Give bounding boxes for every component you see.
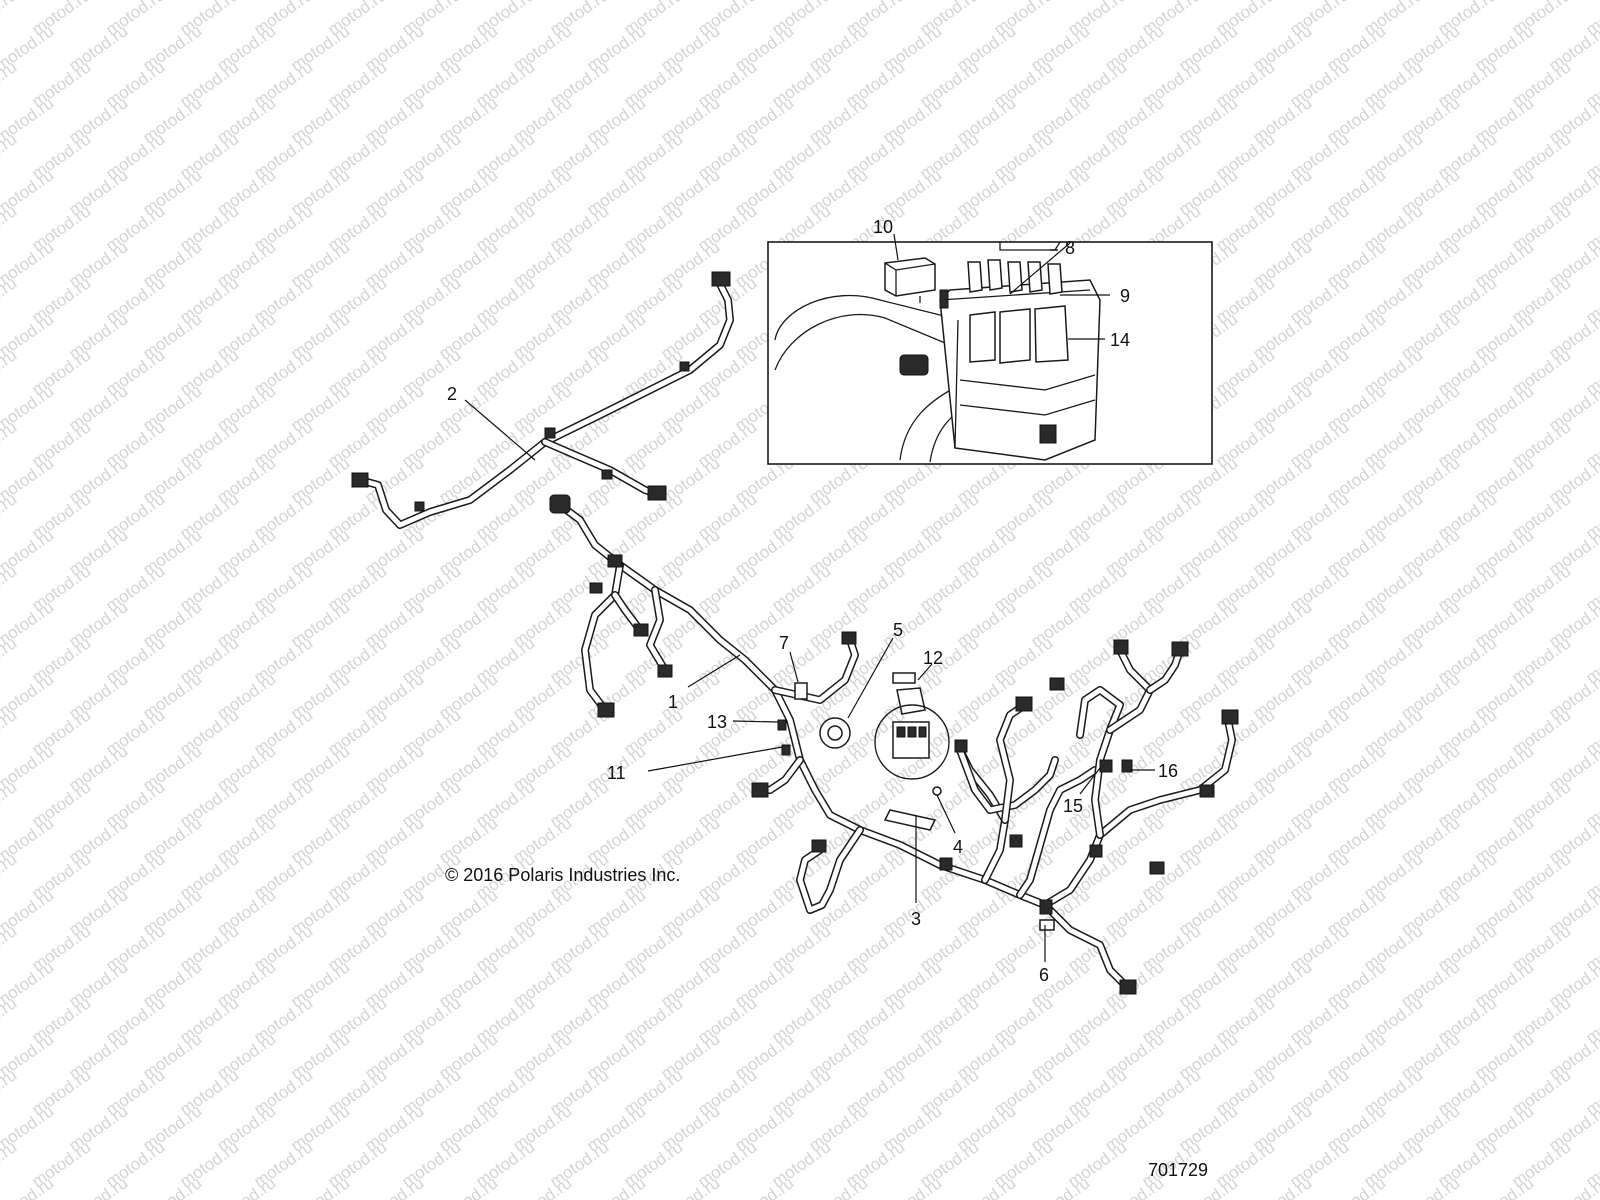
callout-8: 8 [1065,238,1075,258]
inset-fuse-relay-box [767,241,1213,465]
callout-15: 15 [1063,796,1083,816]
callout-7: 7 [779,633,789,653]
callout-labels: 1 2 3 4 5 6 7 8 9 10 11 12 13 14 15 16 [447,217,1178,985]
callout-13: 13 [707,712,727,732]
leader-lines [464,233,1155,962]
callout-14: 14 [1110,330,1130,350]
callout-16: 16 [1158,761,1178,781]
callout-1: 1 [668,692,678,712]
callout-3: 3 [911,909,921,929]
callout-11: 11 [607,763,626,783]
figure-number: 701729 [1148,1160,1209,1180]
callout-2: 2 [447,384,457,404]
callout-4: 4 [953,837,963,857]
copyright-notice: © 2016 Polaris Industries Inc. [445,865,681,885]
sub-harness-upper [351,271,734,529]
callout-9: 9 [1120,286,1130,306]
callout-6: 6 [1039,965,1049,985]
main-harness [549,494,1239,995]
callout-12: 12 [923,648,943,668]
callout-10: 10 [873,217,893,237]
callout-5: 5 [893,620,903,640]
